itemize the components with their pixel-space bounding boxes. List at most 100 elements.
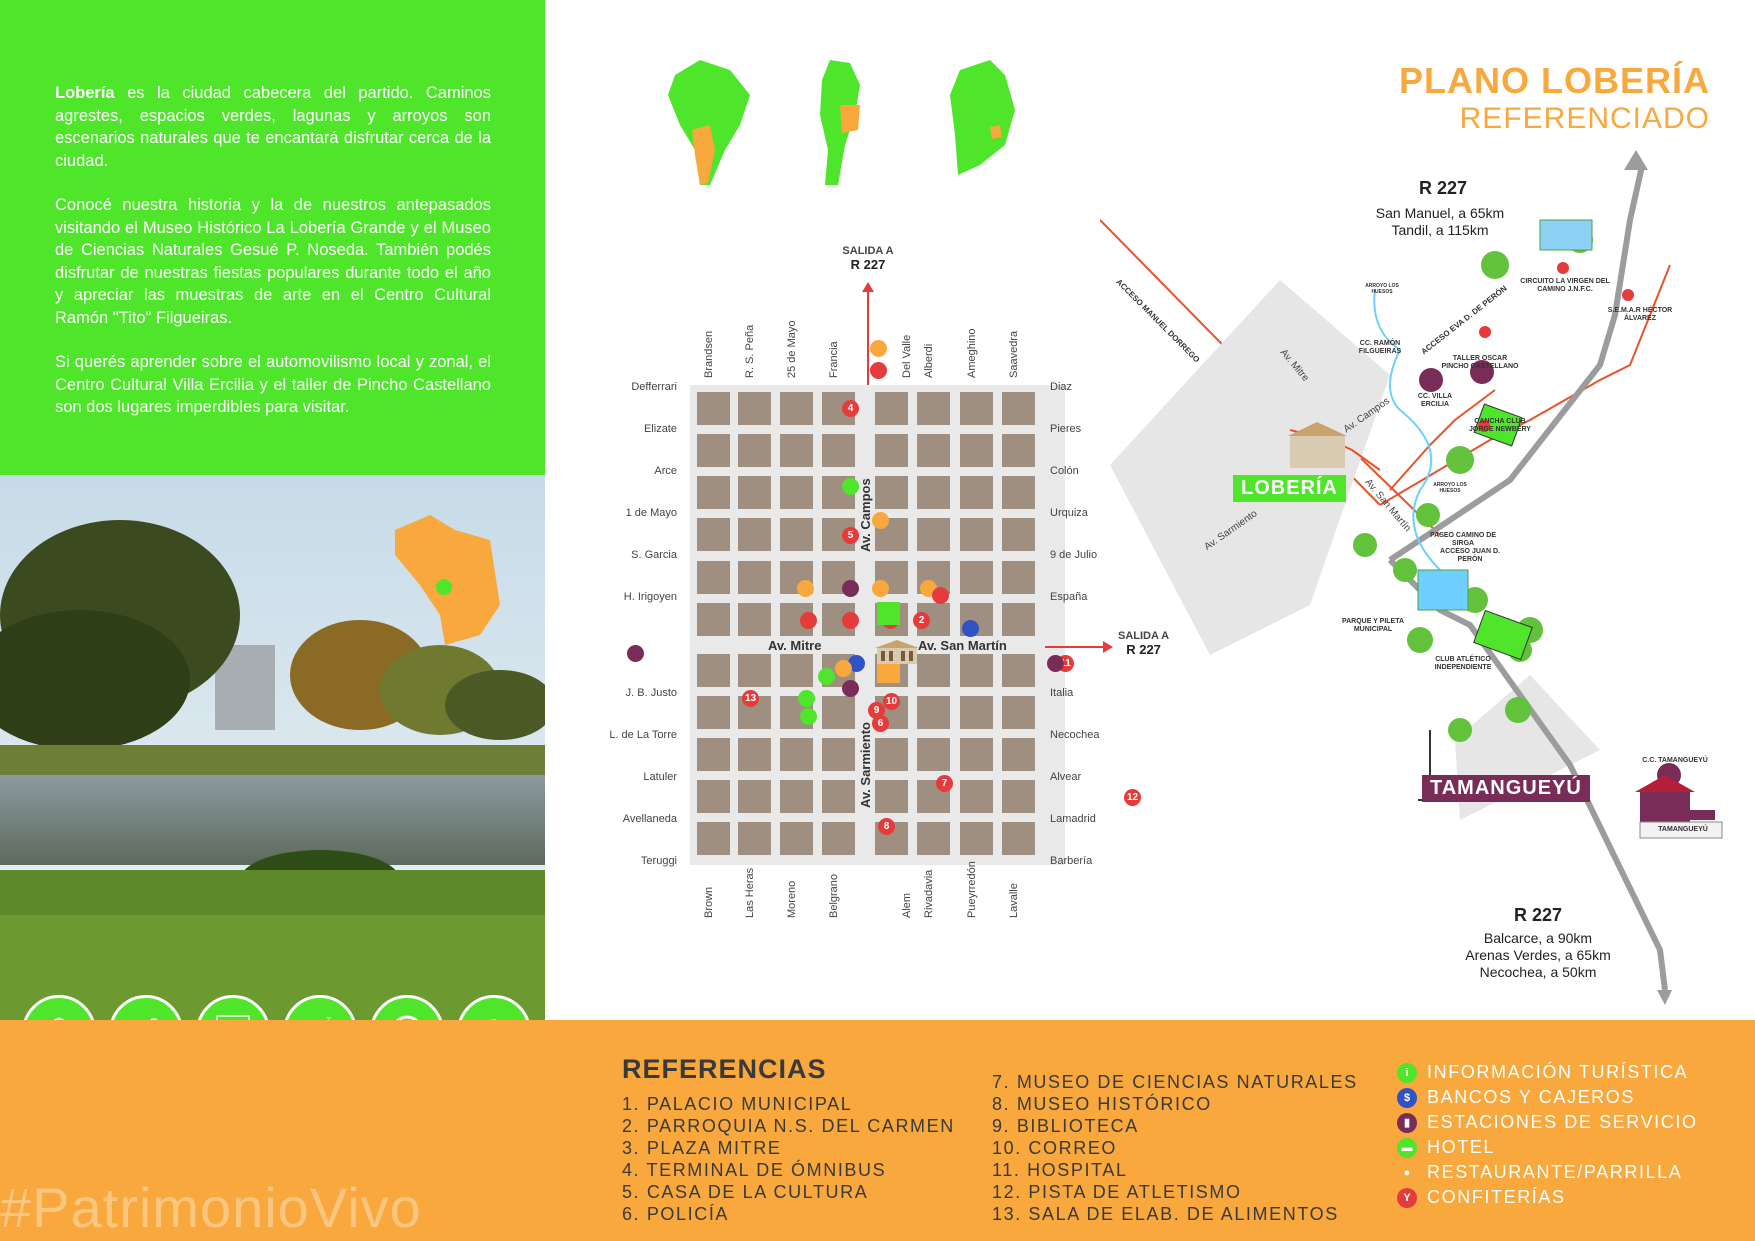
reference-item: 8. MUSEO HISTÓRICO — [992, 1094, 1212, 1114]
exit-road: R 227 — [1126, 642, 1161, 657]
city-block — [780, 392, 813, 425]
street-label-bottom: Belgrano — [828, 873, 840, 918]
street-label-left: Arce — [654, 465, 677, 477]
city-block — [822, 780, 855, 813]
svg-text:z: z — [326, 1015, 331, 1020]
city-block — [917, 696, 950, 729]
city-block — [822, 822, 855, 855]
poi-marker[interactable] — [848, 655, 865, 672]
restaurant-icon — [457, 995, 531, 1020]
arroyo-label-1: ARROYO LOS HUESOS — [1365, 283, 1399, 295]
fuel-icon: ▮ — [1397, 1112, 1417, 1133]
poi-marker[interactable] — [800, 708, 817, 725]
swimming-icon — [109, 995, 183, 1020]
street-label-left: Teruggi — [640, 855, 677, 867]
reference-number-marker[interactable]: 10 — [883, 693, 900, 710]
reference-number-marker[interactable]: 9 — [868, 702, 885, 719]
intro-paragraph-2: Conocé nuestra historia y la de nuestros… — [55, 196, 491, 327]
reference-number-marker[interactable]: 12 — [1124, 789, 1141, 806]
legend-label: BANCOS Y CAJEROS — [1427, 1087, 1635, 1107]
intro-paragraph-3: Si querés aprender sobre el automovilism… — [55, 353, 491, 416]
poi-marker[interactable] — [798, 690, 815, 707]
city-block — [780, 822, 813, 855]
intro-panel: Lobería es la ciudad cabecera del partid… — [0, 0, 545, 475]
city-block — [738, 603, 771, 636]
poi-marker[interactable] — [1047, 655, 1064, 672]
poi-marker[interactable] — [870, 340, 887, 357]
reference-number-marker[interactable]: 7 — [936, 775, 953, 792]
reference-number-marker[interactable]: 2 — [913, 612, 930, 629]
place-cc-tamangueyu: C.C. TAMANGUEYÚ — [1642, 757, 1708, 764]
street-label-left: Avellaneda — [622, 813, 677, 825]
museum-icon — [22, 995, 96, 1020]
poi-marker[interactable] — [870, 362, 887, 379]
city-block — [697, 518, 730, 551]
destination-3: Necochea, a 50km — [1479, 964, 1597, 980]
place-ramon-filgueiras: CC. RAMÓN FILGUEIRAS — [1358, 340, 1402, 355]
r227-north-road: R 227 — [1418, 178, 1468, 198]
r227-north-destinations: San Manuel, a 65km Tandil, a 115km — [1350, 205, 1530, 239]
reference-number-marker[interactable]: 5 — [842, 527, 859, 544]
city-block — [738, 392, 771, 425]
east-exit-arrow — [1045, 641, 1113, 653]
poi-marker[interactable] — [872, 512, 889, 529]
city-block — [960, 822, 993, 855]
street-label-right: Lamadrid — [1050, 813, 1096, 825]
city-block — [780, 434, 813, 467]
poi-marker[interactable] — [818, 668, 835, 685]
reference-item: 11. HOSPITAL — [992, 1160, 1128, 1180]
city-block — [738, 822, 771, 855]
poi-marker[interactable] — [627, 645, 644, 662]
legend-label: RESTAURANTE/PARRILLA — [1427, 1162, 1683, 1182]
reference-item: 6. POLICÍA — [622, 1204, 730, 1224]
reference-number-marker[interactable]: 6 — [872, 715, 889, 732]
references-band: #PatrimonioVivo REFERENCIAS 1. PALACIO M… — [0, 1020, 1755, 1241]
restaurant-icon: ● — [1397, 1162, 1417, 1183]
poi-marker[interactable] — [962, 620, 979, 637]
city-name-bold: Lobería — [55, 84, 115, 102]
street-label-right: Alvear — [1050, 771, 1082, 783]
east-exit-label: SALIDA A R 227 — [1118, 630, 1169, 657]
poi-marker[interactable] — [842, 478, 859, 495]
poi-marker[interactable] — [842, 680, 859, 697]
poi-marker[interactable] — [842, 580, 859, 597]
poi-marker[interactable] — [800, 612, 817, 629]
street-label-left: J. B. Justo — [625, 687, 677, 699]
city-block — [1002, 822, 1035, 855]
street-label-bottom: Brown — [703, 886, 715, 918]
city-block — [822, 738, 855, 771]
street-label-right: España — [1050, 591, 1088, 603]
poi-marker[interactable] — [797, 580, 814, 597]
city-block — [697, 392, 730, 425]
reference-number-marker[interactable]: 8 — [878, 818, 895, 835]
street-label-bottom: Pueyrredón — [966, 861, 978, 918]
reference-number-marker[interactable]: 4 — [842, 400, 859, 417]
city-block — [1002, 603, 1035, 636]
city-block — [960, 561, 993, 594]
street-label-right: Barbería — [1050, 855, 1093, 867]
poi-marker[interactable] — [835, 660, 852, 677]
tamangueyu-town-label: TAMANGUEYÚ — [1422, 775, 1590, 802]
reference-number-marker[interactable]: 13 — [742, 690, 759, 707]
city-block — [960, 654, 993, 687]
legend-label: HOTEL — [1427, 1137, 1496, 1157]
destination-1: San Manuel, a 65km — [1375, 205, 1505, 221]
poi-marker[interactable] — [842, 612, 859, 629]
info-icon: i — [1397, 1062, 1417, 1083]
city-block — [780, 738, 813, 771]
street-label-top: R. S. Peña — [744, 324, 756, 378]
tamangueyu-sign: TAMANGUEYÚ — [1658, 826, 1708, 833]
city-block — [738, 738, 771, 771]
poi-marker[interactable] — [872, 580, 889, 597]
reference-item: 2. PARROQUIA N.S. DEL CARMEN — [622, 1116, 955, 1136]
city-block — [780, 518, 813, 551]
city-block — [697, 822, 730, 855]
street-label-top: Saavedra — [1008, 330, 1020, 378]
poi-marker[interactable] — [932, 587, 949, 604]
city-block — [960, 696, 993, 729]
r227-south-destinations: Balcarce, a 90km Arenas Verdes, a 65km N… — [1443, 930, 1633, 981]
legend-label: ESTACIONES DE SERVICIO — [1427, 1112, 1698, 1132]
reference-item: 1. PALACIO MUNICIPAL — [622, 1094, 853, 1114]
street-label-right: Diaz — [1050, 381, 1073, 393]
